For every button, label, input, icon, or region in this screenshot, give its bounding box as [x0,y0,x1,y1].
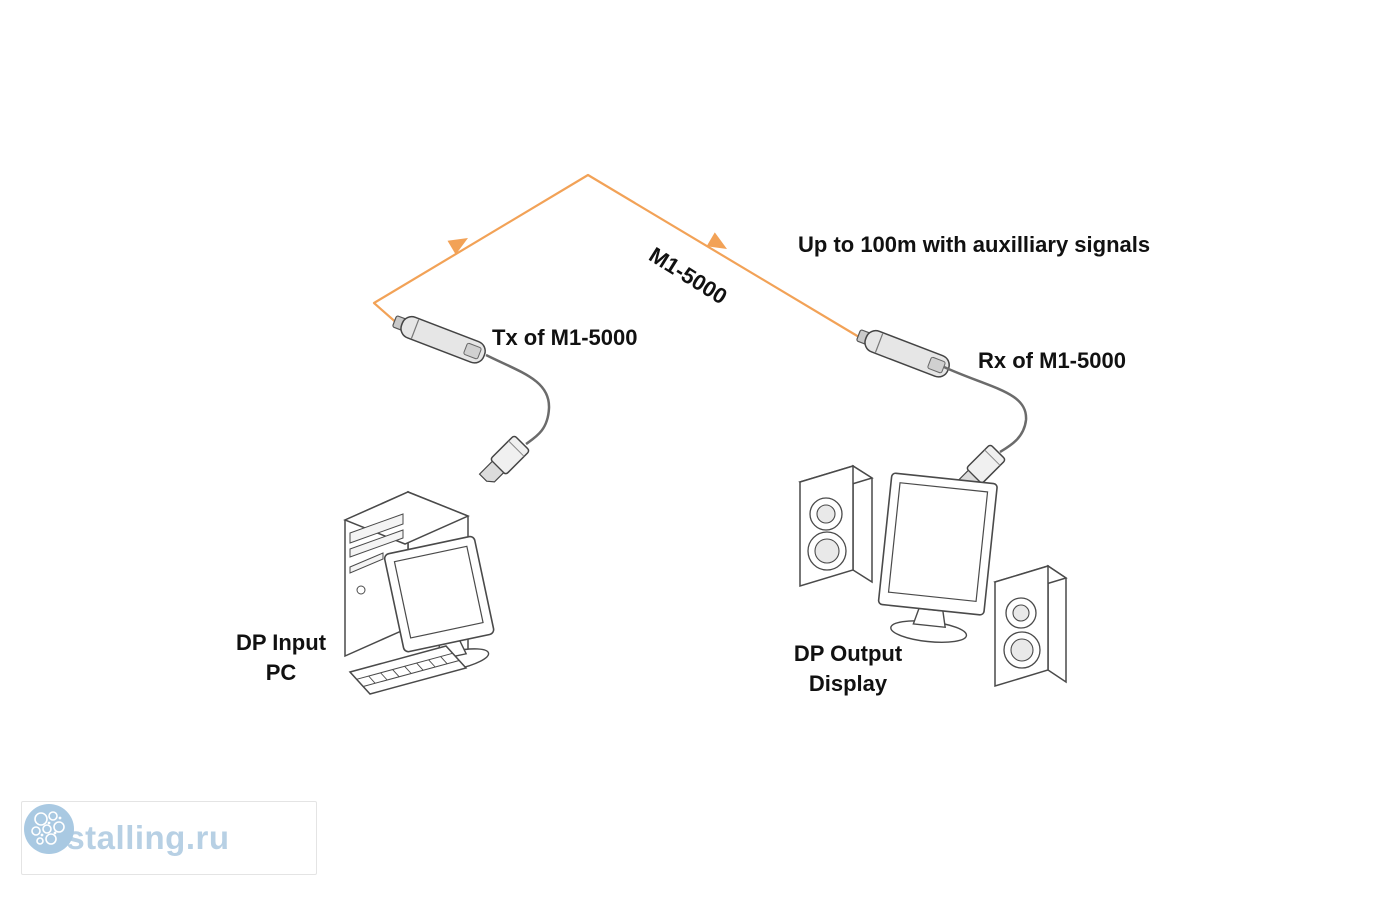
keyboard-keys [368,656,448,684]
pc-label: DP Input PC [226,628,336,688]
display-label-line1: DP Output [793,641,903,666]
pc-drive-bay-1 [349,513,404,544]
watermark: installing.ru [21,801,317,875]
rx-out-port [927,356,946,374]
pc-drive-bay-3 [349,552,384,574]
display-monitor-screen [887,482,989,603]
pc-keyboard [348,645,468,695]
rx-band [874,333,884,353]
pc-power-button [356,585,366,595]
pc-label-line1: DP Input [235,630,327,655]
installing-logo-icon [24,804,74,854]
dp-connector-left-detail [508,440,525,457]
dp-connector-right-detail [984,449,1001,466]
display-monitor [877,472,998,643]
rx-drop-cable [943,365,1028,454]
pc-monitor-screen [393,545,484,639]
display-label-line2: Display [808,671,888,696]
fiber-cable-line [372,173,865,341]
dp-connector-left [478,435,530,483]
speaker-right [993,564,1068,688]
fiber-arrow-right-icon [706,232,727,249]
tx-drop-cable [485,353,551,446]
pc-drive-bay-2 [349,529,404,558]
globe-icon [31,811,65,845]
tx-band [410,319,420,339]
fiber-cable [372,173,865,341]
tx-extender-device [392,315,486,364]
dp-connector-left-tip [478,460,505,483]
fiber-arrow-left-icon [447,238,468,255]
rx-device-label: Rx of M1-5000 [978,348,1126,373]
speaker-left [798,464,874,588]
distance-note: Up to 100m with auxilliary signals [798,232,1151,257]
tx-device-label: Tx of M1-5000 [492,325,638,350]
rx-extender-device [856,329,950,378]
display-label: DP Output Display [777,639,919,699]
tx-out-port [463,342,482,360]
pc-label-line2: PC [265,660,297,685]
